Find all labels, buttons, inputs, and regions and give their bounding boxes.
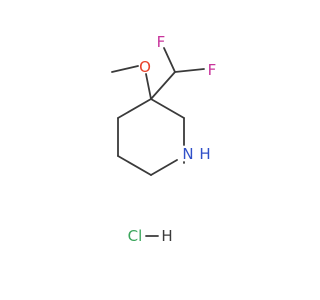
nitrogen-hydrogen-atom: H [199, 145, 210, 163]
molecule-diagram: F F O N H Cl H [111, 33, 217, 245]
chlorine-atom: Cl [128, 227, 143, 245]
fluorine-atom-2: F [208, 61, 217, 79]
bond-cf2-f2 [174, 68, 205, 73]
hydrogen-atom: H [161, 227, 172, 245]
bond-o-ch3 [111, 65, 139, 73]
oxygen-atom: O [139, 58, 151, 76]
bond-cf2-f1 [163, 47, 176, 73]
bond-n1-c6b [150, 159, 178, 176]
bond-c3-o [145, 73, 152, 100]
bond-c6-c5 [117, 155, 152, 176]
nitrogen-atom: N [182, 145, 193, 163]
bond-c4-c3 [117, 98, 152, 119]
bond-c3-cf2 [150, 71, 176, 100]
fluorine-atom-1: F [157, 33, 166, 51]
bond-c3-c2 [150, 98, 185, 119]
